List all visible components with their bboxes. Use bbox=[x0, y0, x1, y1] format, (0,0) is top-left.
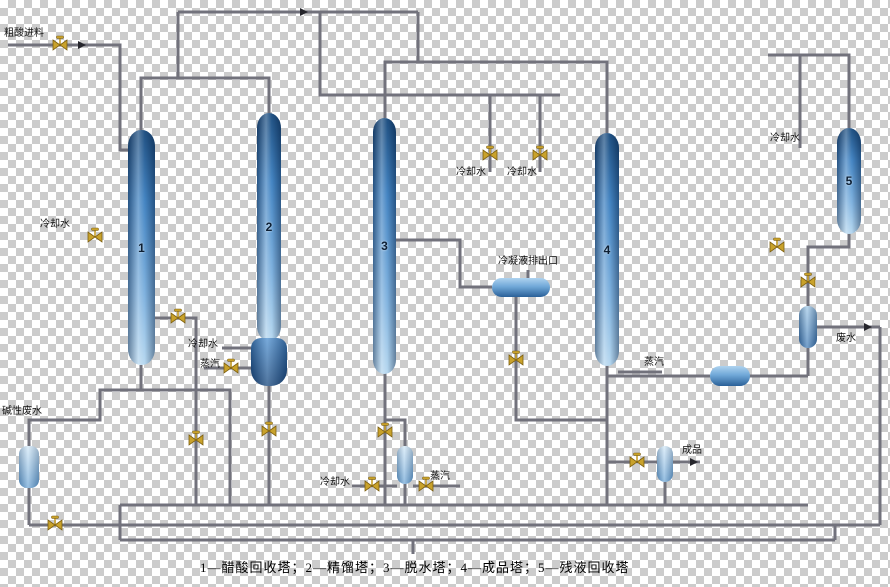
column-4-number: 4 bbox=[603, 242, 611, 257]
valve-icon bbox=[508, 350, 524, 366]
pipes bbox=[8, 10, 882, 554]
condensate-drum bbox=[492, 278, 550, 297]
label-condensate-outlet: 冷凝液排出口 bbox=[498, 256, 558, 267]
valve-icon bbox=[170, 308, 186, 324]
valve-icon bbox=[188, 430, 204, 446]
pipe-top-header bbox=[176, 10, 420, 78]
valve-icon bbox=[87, 227, 103, 243]
valve-icon bbox=[52, 35, 68, 51]
label-steam-col2: 蒸汽 bbox=[200, 359, 220, 370]
label-product: 成品 bbox=[682, 445, 702, 456]
column-4: 4 bbox=[595, 133, 619, 366]
pipe-col3-col4-header bbox=[383, 60, 609, 133]
column-2-number: 2 bbox=[265, 220, 273, 234]
column-1-number: 1 bbox=[138, 240, 145, 255]
label-feed: 粗酸进料 bbox=[4, 28, 44, 39]
label-cooling-water-cond1: 冷却水 bbox=[456, 167, 486, 178]
label-steam-col4: 蒸汽 bbox=[644, 357, 664, 368]
pipe-condensate-drum-circuit bbox=[396, 238, 607, 422]
flow-arrow-icon bbox=[864, 323, 872, 331]
pipe-feed bbox=[8, 43, 128, 152]
reflux-drum bbox=[799, 306, 817, 348]
pipe-center-tank bbox=[352, 418, 460, 505]
valve-icon bbox=[532, 145, 548, 161]
label-cooling-water-col2: 冷却水 bbox=[188, 339, 218, 350]
valve-icon bbox=[800, 272, 816, 288]
pipe-condenser-branch bbox=[318, 12, 560, 172]
valve-icon bbox=[377, 422, 393, 438]
pipe-col1-overhead bbox=[139, 76, 271, 130]
pipe-waste-right bbox=[816, 325, 882, 525]
column-2: 2 bbox=[257, 113, 281, 341]
column-5-number: 5 bbox=[845, 174, 853, 188]
pipe-left-tank bbox=[27, 388, 141, 525]
pipe-col4-bottom bbox=[605, 348, 810, 505]
label-cooling-water-col1: 冷却水 bbox=[40, 219, 70, 230]
label-cooling-water-cond2: 冷却水 bbox=[507, 167, 537, 178]
label-wastewater: 废水 bbox=[836, 333, 856, 344]
pipe-col1-bottom bbox=[139, 365, 232, 505]
pipe-col1-drain bbox=[154, 316, 198, 505]
valve-icon bbox=[47, 515, 63, 531]
label-cooling-water-col5: 冷却水 bbox=[770, 133, 800, 144]
product-tank-right bbox=[657, 446, 673, 482]
flow-arrow-icon bbox=[78, 41, 86, 49]
flow-arrow-icon bbox=[300, 8, 308, 16]
product-drum bbox=[710, 366, 750, 386]
valve-icon bbox=[223, 358, 239, 374]
pipe-col5-bottom bbox=[806, 233, 851, 306]
label-alkaline-waste: 碱性废水 bbox=[2, 406, 42, 417]
column-1: 1 bbox=[128, 130, 155, 365]
pipe-bottom-headers bbox=[29, 503, 880, 554]
waste-tank-left bbox=[19, 446, 39, 488]
valve-icon bbox=[629, 452, 645, 468]
column-5: 5 bbox=[837, 128, 861, 234]
label-cooling-water-bottom: 冷却水 bbox=[320, 477, 350, 488]
column-3-number: 3 bbox=[381, 239, 388, 253]
valve-icon bbox=[482, 145, 498, 161]
valve-icon bbox=[769, 237, 785, 253]
flow-arrow-icon bbox=[690, 458, 698, 466]
valve-icon bbox=[364, 476, 380, 492]
pipe-col5-overhead bbox=[768, 53, 851, 148]
valves bbox=[47, 35, 816, 531]
column-3: 3 bbox=[373, 118, 396, 374]
label-steam-bottom: 蒸汽 bbox=[430, 471, 450, 482]
valve-icon bbox=[418, 476, 434, 492]
diagram-caption: 1—醋酸回收塔；2—精馏塔；3—脱水塔；4—成品塔；5—残液回收塔 bbox=[200, 560, 630, 575]
pipe-product bbox=[607, 460, 700, 505]
column-2-reboiler bbox=[251, 338, 287, 386]
valve-icon bbox=[261, 421, 277, 437]
flow-arrows bbox=[78, 8, 872, 466]
tank-center bbox=[397, 446, 413, 484]
